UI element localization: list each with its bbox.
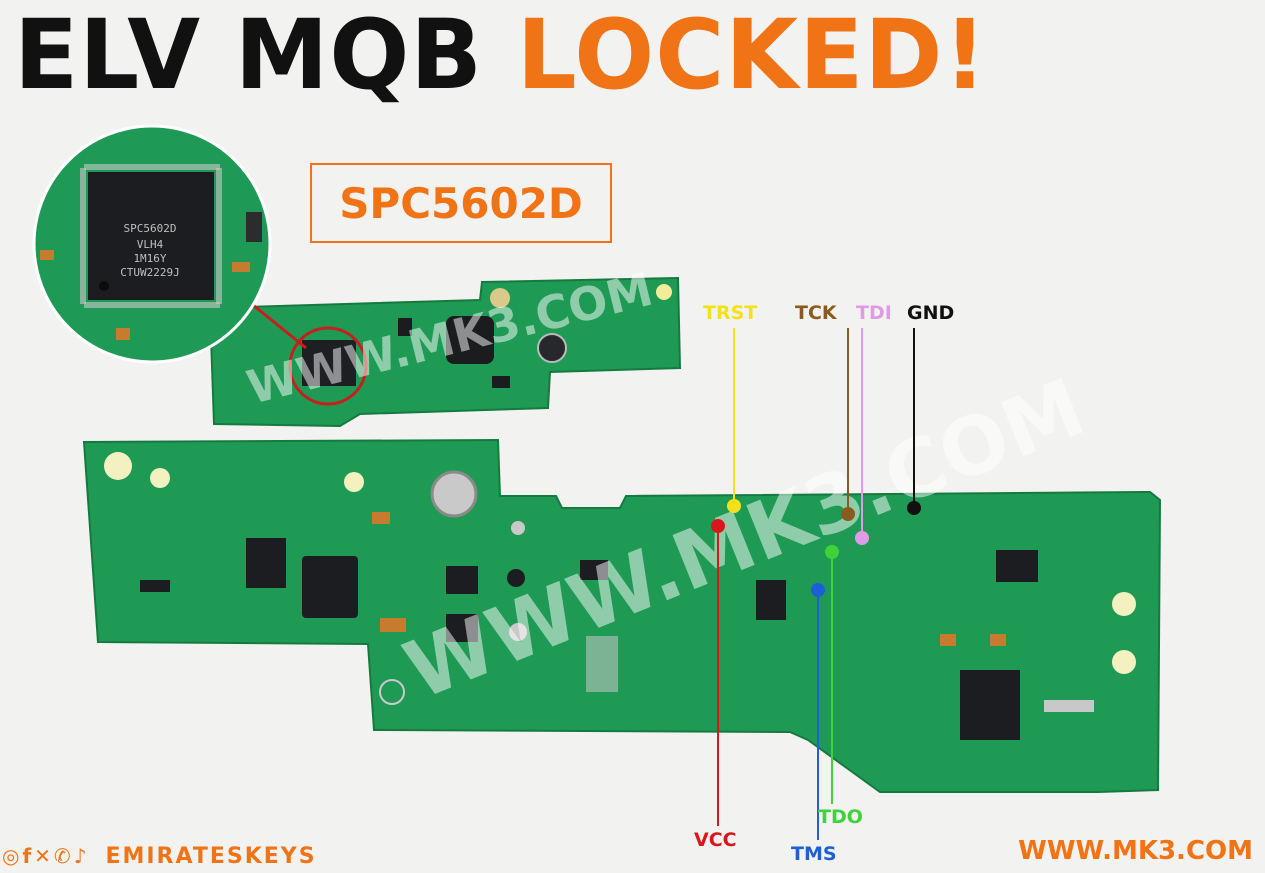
main-board-ic bbox=[960, 670, 1020, 740]
main-board-via bbox=[379, 679, 405, 705]
chip-label: SPC5602D bbox=[339, 178, 583, 228]
upper-board-inductor bbox=[446, 316, 494, 364]
instagram-icon[interactable]: ◎ bbox=[2, 844, 20, 868]
main-board-ic bbox=[446, 566, 478, 594]
main-board bbox=[82, 438, 1162, 793]
upper-board-capacitor bbox=[537, 333, 567, 363]
trst-label: TRST bbox=[703, 302, 758, 324]
tck-test-point bbox=[841, 507, 855, 521]
zoom-inset bbox=[34, 126, 270, 362]
chip-label-box: SPC5602D bbox=[310, 163, 612, 243]
main-board-part bbox=[372, 512, 390, 524]
main-board-via bbox=[507, 569, 525, 587]
main-board-via bbox=[509, 623, 527, 641]
social-handle: EMIRATESKEYS bbox=[105, 843, 317, 869]
zoom-inset-border bbox=[32, 124, 272, 364]
upper-board-chip bbox=[302, 340, 356, 386]
vcc-test-point bbox=[711, 519, 725, 533]
upper-board bbox=[208, 276, 682, 428]
main-board-part bbox=[140, 580, 170, 592]
upper-board-pad bbox=[656, 284, 672, 300]
main-board-part bbox=[586, 636, 618, 692]
tms-test-point bbox=[811, 583, 825, 597]
trst-test-point bbox=[727, 499, 741, 513]
main-board-part bbox=[990, 634, 1006, 646]
main-board-ic bbox=[246, 538, 286, 588]
zoom-chip bbox=[88, 172, 214, 300]
tdo-test-point bbox=[825, 545, 839, 559]
main-board-via bbox=[511, 521, 525, 535]
main-board-pad bbox=[344, 472, 364, 492]
tdo-label: TDO bbox=[818, 806, 863, 828]
social-bar: ◎ f ✕ ✆ ♪ EMIRATESKEYS bbox=[2, 842, 317, 870]
main-board-pad bbox=[1112, 650, 1136, 674]
main-board-ic bbox=[756, 580, 786, 620]
upper-board-pad bbox=[490, 288, 510, 308]
upper-board-chip-highlight bbox=[288, 326, 368, 406]
main-board-pad bbox=[104, 452, 132, 480]
upper-board-part bbox=[492, 376, 510, 388]
facebook-icon[interactable]: f bbox=[22, 844, 32, 868]
zoom-chip-marking: VLH4 bbox=[137, 238, 164, 251]
zoom-chip-marking: 1M16Y bbox=[133, 252, 166, 265]
main-board-ic bbox=[446, 614, 478, 642]
upper-board-part bbox=[398, 318, 412, 336]
vcc-label: VCC bbox=[694, 829, 737, 851]
tck-label: TCK bbox=[795, 302, 837, 324]
main-board-ic bbox=[996, 550, 1038, 582]
main-board-pad bbox=[1112, 592, 1136, 616]
zoom-chip-pin1-dot bbox=[99, 281, 109, 291]
website-link[interactable]: WWW.MK3.COM bbox=[1018, 836, 1253, 866]
main-board-part bbox=[1044, 700, 1094, 712]
main-board-part bbox=[940, 634, 956, 646]
main-board-inductor bbox=[302, 556, 358, 618]
tdi-label: TDI bbox=[856, 302, 892, 324]
main-board-pad bbox=[150, 468, 170, 488]
x-icon[interactable]: ✕ bbox=[34, 844, 51, 868]
whatsapp-icon[interactable]: ✆ bbox=[53, 844, 71, 868]
title-device: ELV MQB bbox=[14, 0, 517, 111]
zoom-chip-marking: SPC5602D bbox=[124, 222, 177, 235]
gnd-label: GND bbox=[907, 302, 955, 324]
zoom-chip-marking: CTUW2229J bbox=[120, 266, 180, 279]
main-board-part bbox=[580, 560, 608, 580]
gnd-test-point bbox=[907, 501, 921, 515]
main-board-standoff bbox=[430, 470, 478, 518]
tiktok-icon[interactable]: ♪ bbox=[73, 844, 87, 868]
tms-label: TMS bbox=[791, 843, 837, 865]
page-title: ELV MQB LOCKED! bbox=[14, 0, 987, 110]
tdi-test-point bbox=[855, 531, 869, 545]
main-board-part bbox=[380, 618, 406, 632]
title-status: LOCKED! bbox=[516, 0, 988, 111]
